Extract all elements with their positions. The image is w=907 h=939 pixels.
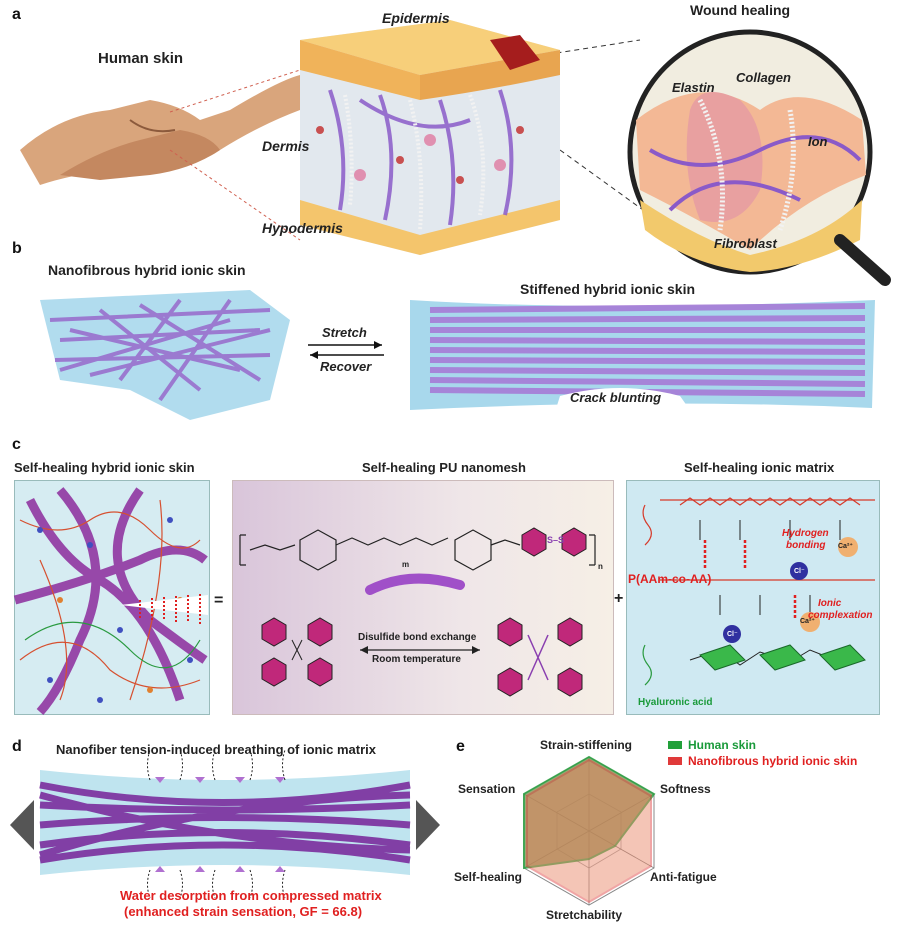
axis-anti-fatigue: Anti-fatigue — [650, 870, 717, 884]
skin-block-illustration — [300, 20, 560, 255]
crack-blunting-label: Crack blunting — [570, 390, 662, 405]
panel-e-letter: e — [456, 738, 465, 755]
disulfide-exchange-illustration — [261, 617, 583, 697]
panel-d-caption-2: (enhanced strain sensation, GF = 66.8) — [124, 904, 363, 919]
cl-ion-label-2: Cl⁻ — [727, 631, 738, 638]
recover-label: Recover — [320, 359, 372, 374]
wound-healing-label: Wound healing — [690, 2, 791, 18]
hybrid-skin-box — [14, 480, 210, 715]
breathing-matrix-illustration — [10, 749, 440, 899]
col3-title: Self-healing ionic matrix — [684, 460, 835, 475]
panel-b-letter: b — [12, 240, 22, 257]
ionic-label: Ionic — [818, 598, 842, 609]
bonding-label: bonding — [786, 540, 826, 551]
legend-hybrid-label: Nanofibrous hybrid ionic skin — [688, 754, 858, 768]
panel-d-caption-1: Water desorption from compressed matrix — [120, 888, 382, 903]
panel-d-letter: d — [12, 738, 22, 755]
stiffened-skin-title: Stiffened hybrid ionic skin — [520, 281, 696, 297]
complexation-label: complexation — [808, 610, 873, 621]
nanofiber-mesh-illustration — [40, 290, 290, 420]
nanofibrous-skin-title: Nanofibrous hybrid ionic skin — [48, 262, 246, 278]
elastin-label: Elastin — [672, 80, 715, 95]
dermis-label: Dermis — [262, 138, 310, 154]
ca-ion-label-2: Ca²⁺ — [800, 618, 815, 625]
ionic-matrix-illustration — [642, 497, 875, 686]
benzene-rings: S–S — [521, 527, 587, 557]
axis-strain-stiffening: Strain-stiffening — [540, 738, 632, 752]
axis-softness: Softness — [660, 782, 711, 796]
pu-nanomesh-box — [232, 480, 614, 715]
stretched-skin-illustration — [410, 300, 875, 412]
room-temp-label: Room temperature — [372, 654, 461, 665]
ca-ion-label-1: Ca²⁺ — [838, 543, 853, 550]
axis-self-healing: Self-healing — [454, 870, 523, 884]
col1-title: Self-healing hybrid ionic skin — [14, 460, 195, 475]
axis-sensation: Sensation — [458, 782, 516, 796]
polymer-label: P(AAm-co-AA) — [628, 572, 712, 586]
legend-human-swatch — [668, 741, 682, 749]
panel-a-letter: a — [12, 6, 21, 23]
axis-stretchability: Stretchability — [546, 908, 623, 922]
hydrogen-label: Hydrogen — [782, 528, 829, 539]
svg-text:S–S: S–S — [547, 535, 564, 545]
magnifier-illustration — [627, 29, 891, 286]
pu-structure — [239, 529, 596, 571]
hybrid-skin-polygon — [526, 758, 652, 904]
epidermis-label: Epidermis — [382, 10, 450, 26]
ionic-matrix-box — [626, 480, 880, 715]
human-skin-label: Human skin — [98, 50, 184, 67]
subscript-n: n — [598, 562, 603, 571]
subscript-m: m — [402, 560, 410, 569]
fibroblast-label: Fibroblast — [714, 236, 777, 251]
panel-d-title: Nanofiber tension-induced breathing of i… — [56, 742, 376, 757]
panel-c-letter: c — [12, 436, 21, 453]
disulfide-label: Disulfide bond exchange — [358, 632, 477, 643]
cl-ion-label-1: Cl⁻ — [794, 568, 805, 575]
human-skin-polygon — [523, 755, 656, 870]
hypodermis-label: Hypodermis — [262, 220, 343, 236]
legend-hybrid-swatch — [668, 757, 682, 765]
col2-title: Self-healing PU nanomesh — [362, 460, 526, 475]
hyaluronic-label: Hyaluronic acid — [638, 697, 713, 708]
stretch-label: Stretch — [322, 325, 367, 340]
hybrid-network-illustration — [13, 487, 208, 716]
handshake-illustration — [20, 75, 300, 185]
plus-sign: + — [614, 590, 624, 607]
legend-human-label: Human skin — [688, 738, 757, 752]
equals-sign: = — [214, 592, 224, 609]
collagen-label: Collagen — [736, 70, 791, 85]
pu-fiber-icon — [365, 573, 465, 595]
ion-label: Ion — [808, 134, 828, 149]
